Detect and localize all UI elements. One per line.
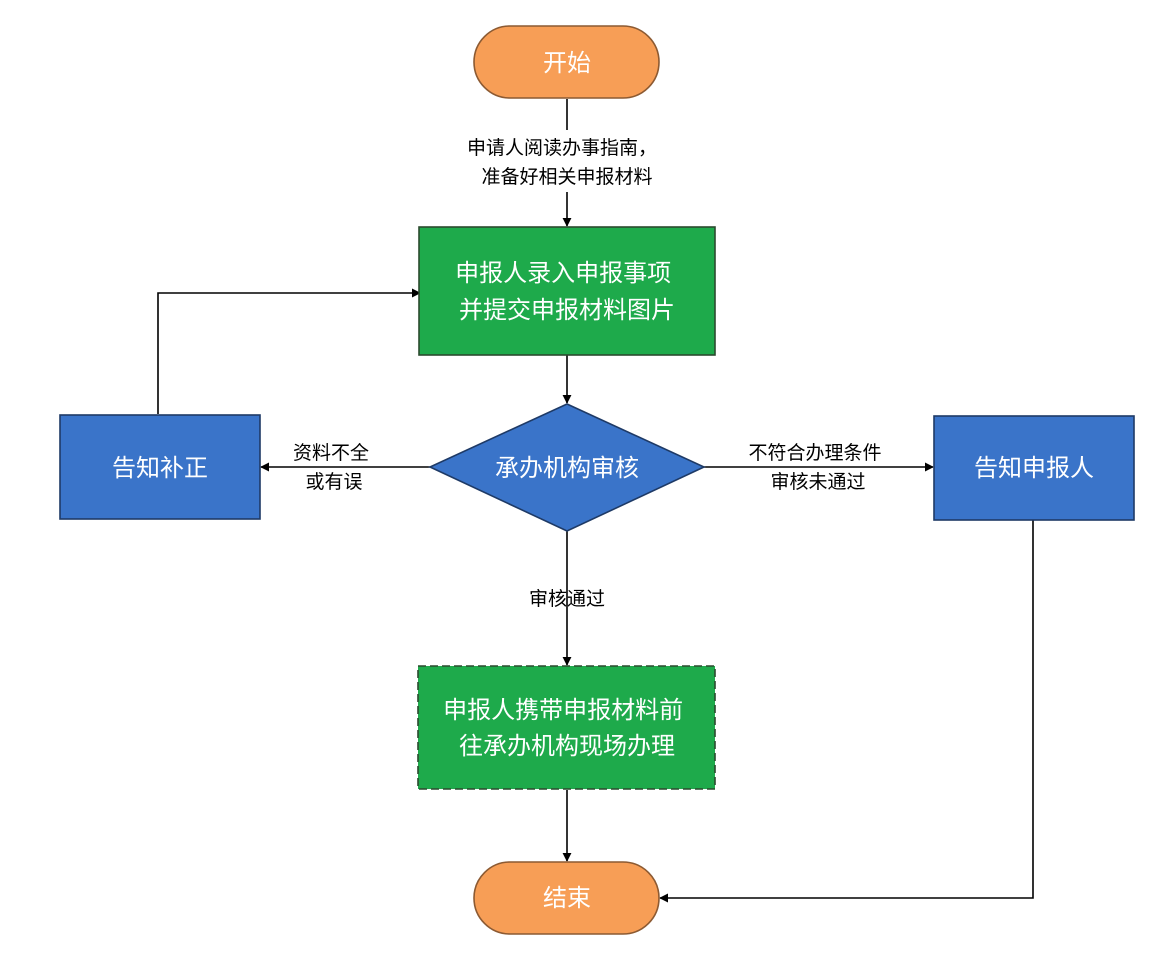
edge-label-review-to-correction: 资料不全 或有误 (293, 442, 375, 493)
edge-label-review-to-onsite: 审核通过 (529, 588, 605, 610)
edge-correction-to-submit (157, 288, 421, 414)
submit-label-line-1: 申报人录入申报事项 (455, 259, 671, 287)
end-label: 结束 (543, 884, 591, 912)
onsite-label-line-2: 往承办机构现场办理 (459, 732, 675, 760)
submit-label-line-2: 并提交申报材料图片 (459, 296, 675, 324)
edge-label-review-to-correction-line-2: 或有误 (305, 471, 362, 493)
edge-label-start-to-submit: 申请人阅读办事指南， 准备好相关申报材料 (467, 137, 663, 188)
edge-label-review-to-notify: 不符合办理条件 审核未通过 (748, 442, 887, 493)
notify-label: 告知申报人 (974, 454, 1094, 482)
start-terminal (473, 25, 660, 99)
notify-process (933, 415, 1135, 521)
correction-process (59, 414, 261, 520)
edge-label-start-to-submit-line-1: 申请人阅读办事指南， (467, 137, 657, 159)
review-label: 承办机构审核 (495, 454, 639, 482)
onsite-process (417, 665, 716, 790)
onsite-label-line-1: 申报人携带申报材料前 (443, 696, 683, 724)
submit-label: 申报人录入申报事项 并提交申报材料图片 (455, 259, 679, 324)
submit-process (418, 226, 716, 356)
edge-label-review-to-notify-line-1: 不符合办理条件 (748, 442, 881, 464)
edge-label-review-to-notify-line-2: 审核未通过 (770, 471, 865, 493)
edge-label-start-to-submit-line-2: 准备好相关申报材料 (481, 166, 652, 188)
review-decision (428, 403, 706, 532)
edge-label-review-to-correction-line-1: 资料不全 (293, 442, 369, 464)
start-label: 开始 (543, 49, 591, 77)
end-terminal (473, 861, 660, 935)
edge-notify-to-end (659, 520, 1034, 903)
correction-label: 告知补正 (112, 454, 208, 482)
onsite-label: 申报人携带申报材料前 往承办机构现场办理 (443, 696, 691, 760)
connectors (157, 99, 1034, 903)
